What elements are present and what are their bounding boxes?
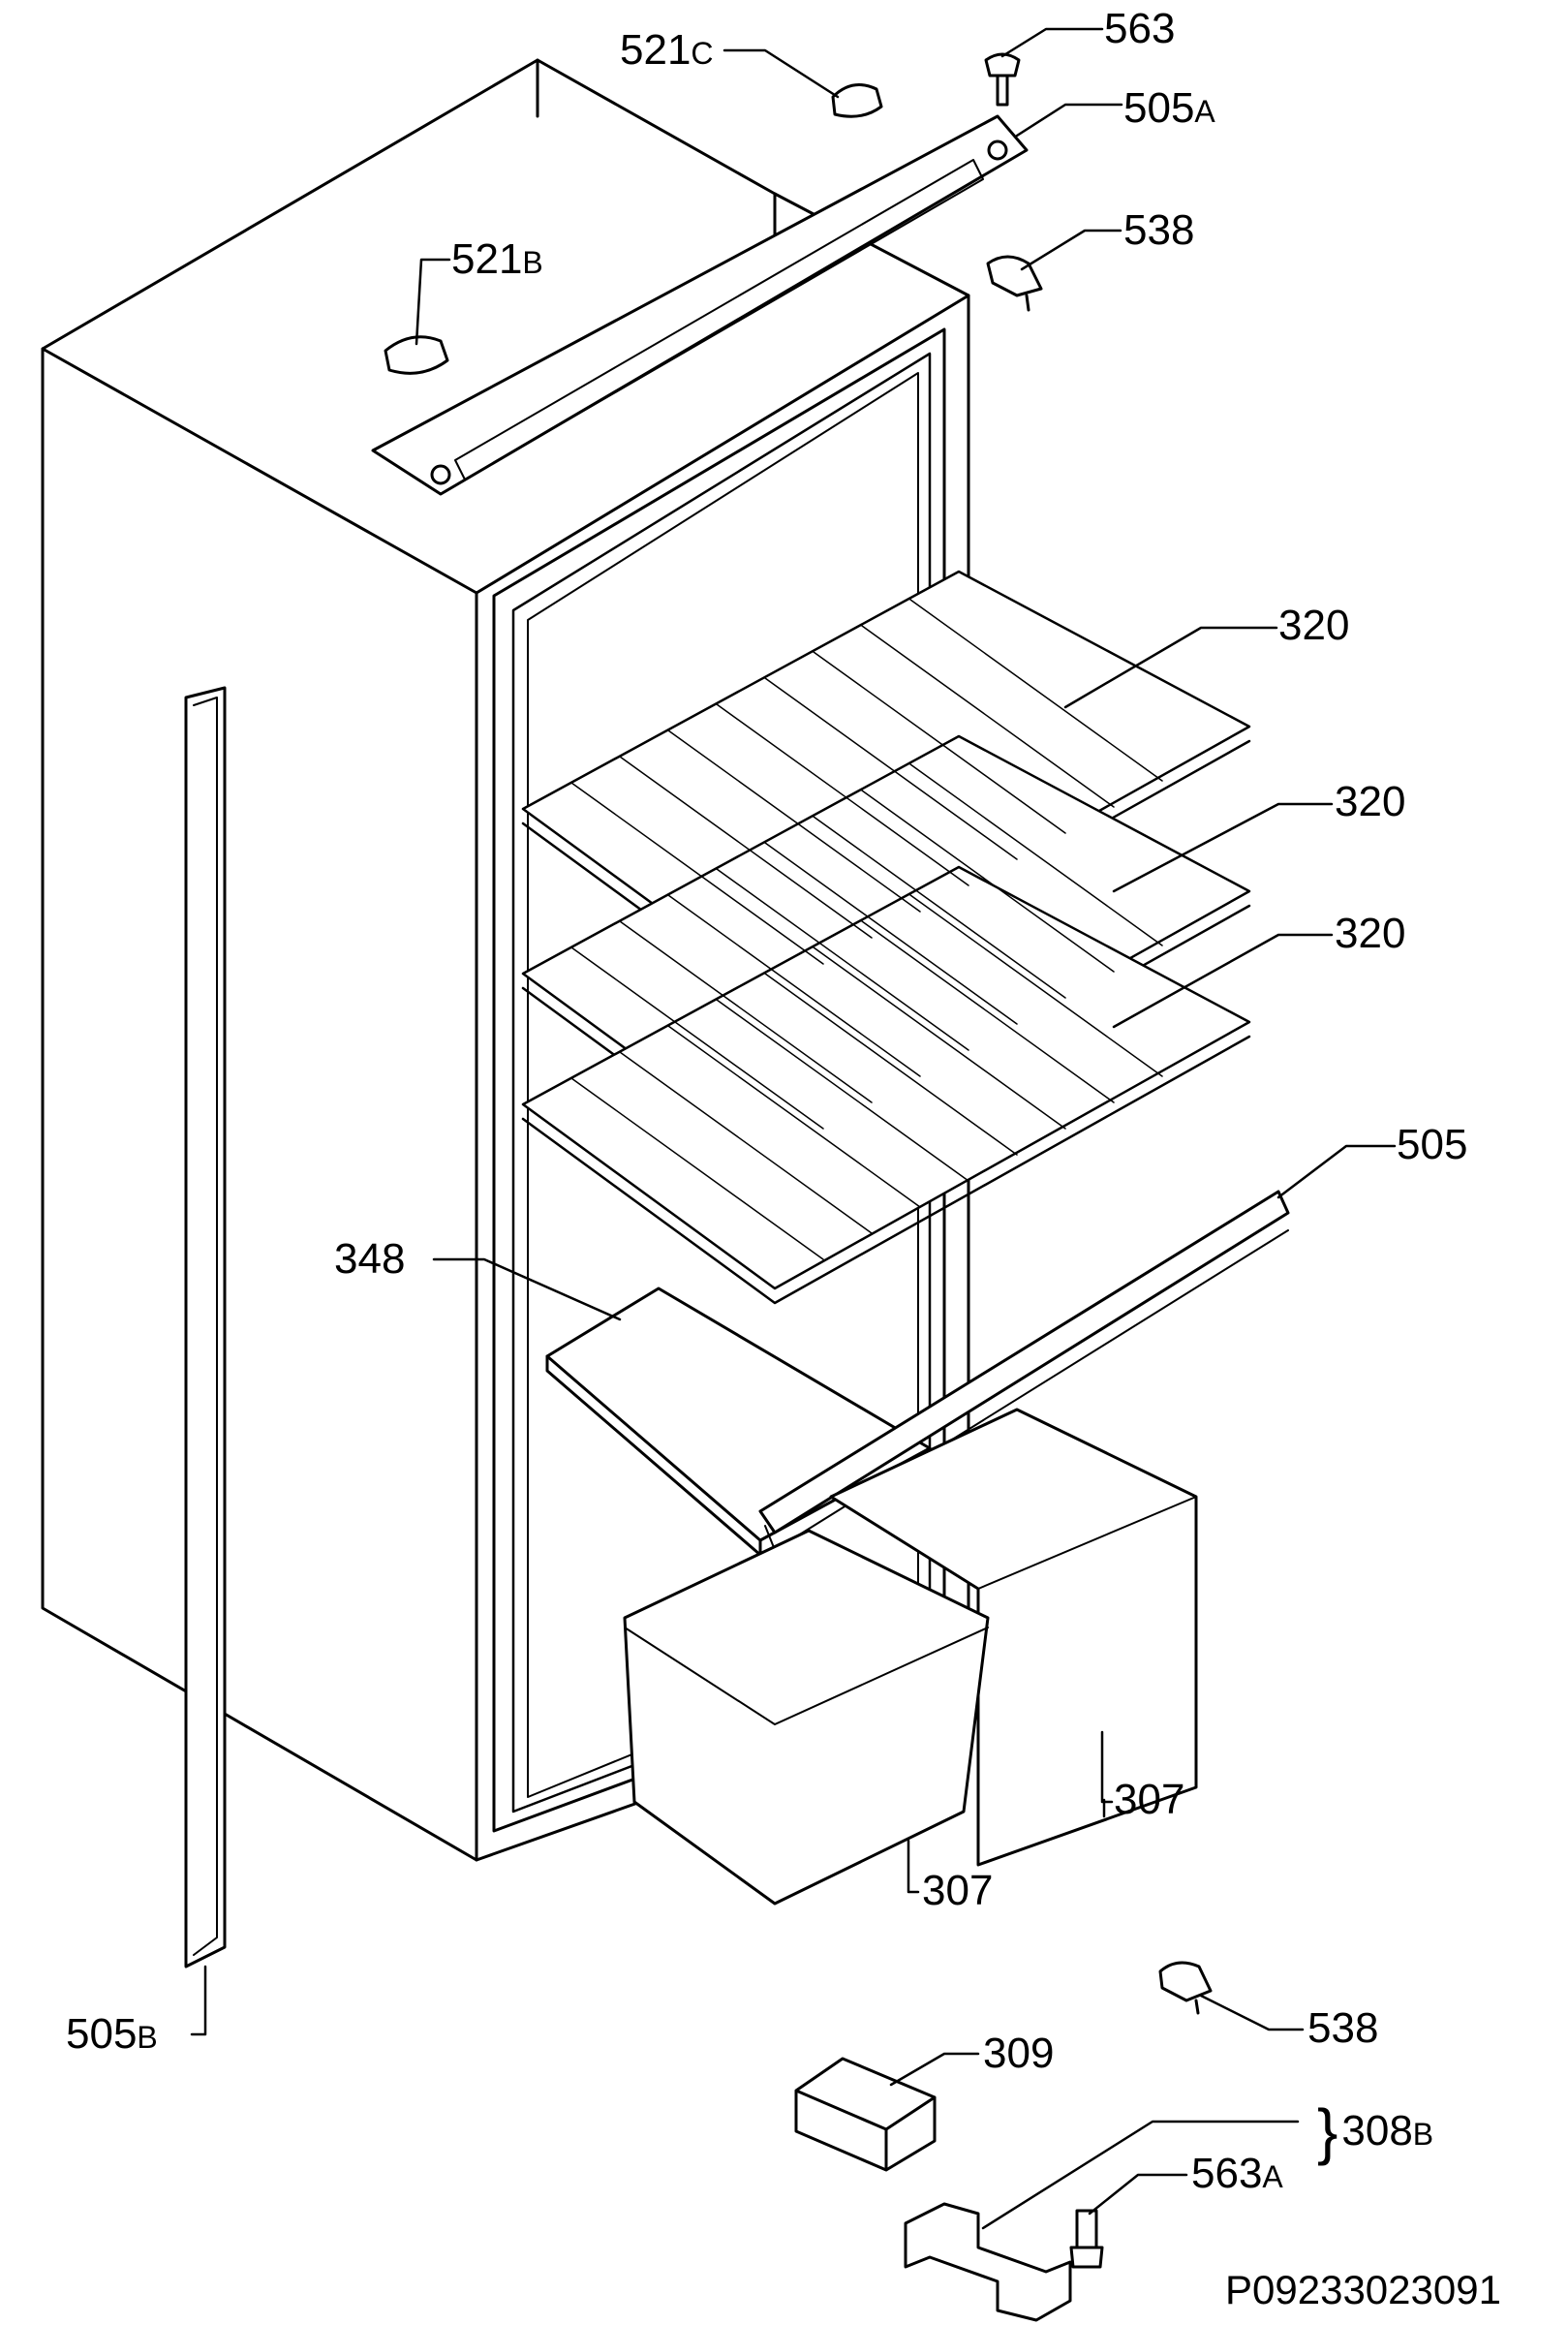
screw-563a [1069,2209,1104,2269]
part-suffix: A [1194,94,1215,129]
leader-309 [889,2052,980,2087]
cabinet-top-ridge [536,58,777,249]
hinge-bar-groove [454,159,984,480]
leader-521b [415,258,451,346]
leader-505b [190,1965,207,2036]
part-number: 538 [1307,2004,1379,2052]
part-label-521b: 521B [451,238,543,281]
cabinet-side-edge [41,347,478,1862]
part-number: 505 [66,2010,138,2058]
part-label-308b: }308B [1317,2100,1433,2162]
part-label-320-bottom: 320 [1335,913,1405,955]
part-label-307-rear: 307 [1114,1779,1184,1821]
leader-348 [432,1257,622,1321]
part-number: 538 [1123,206,1195,254]
part-number: 521 [620,26,692,74]
leader-505 [1276,1144,1397,1199]
front-trim [758,1190,1290,1534]
hinge-plate [904,2202,1072,2322]
part-label-563: 563 [1104,8,1175,50]
part-suffix: A [1262,2159,1283,2194]
bottom-small-parts [794,1961,1213,2322]
drawer-front-lip [624,1627,989,1725]
handle-strip [184,686,227,1968]
box-309 [794,2057,937,2172]
part-suffix: C [691,36,714,71]
leader-538-top [1020,229,1122,271]
cabinet-front-top [475,294,970,595]
leader-lines [190,27,1397,2230]
part-label-320-top: 320 [1278,604,1349,647]
part-label-538-bottom: 538 [1307,2007,1378,2050]
leader-320-a [1063,626,1278,709]
shelf-wires [570,599,1163,1260]
leader-307-rear [1100,1730,1114,1818]
part-label-538-top: 538 [1123,209,1194,252]
handle-strip-inner [193,697,218,1956]
cap-521c [831,83,883,118]
part-label-563a: 563A [1191,2153,1283,2195]
part-label-505a: 505A [1123,87,1215,130]
part-number: 308 [1341,2107,1413,2154]
part-label-307-front: 307 [922,1870,993,1912]
bracket-538-top [986,255,1043,312]
drawer-rear-lip [977,1496,1197,1590]
crisper-drawers [623,1408,1198,1906]
leader-307-front [907,1839,920,1894]
part-number: 307 [1114,1776,1185,1823]
part-suffix: B [1412,2117,1434,2152]
leader-563a [1088,2173,1188,2216]
part-number: 320 [1335,778,1406,825]
part-number: 348 [334,1235,406,1283]
shelf-bottom [521,865,1251,1290]
part-suffix: B [137,2020,158,2055]
part-number: 309 [983,2030,1055,2077]
part-label-320-middle: 320 [1335,781,1405,823]
part-number: 320 [1278,602,1350,649]
part-number: 307 [922,1867,994,1914]
bracket-538-bottom [1158,1961,1213,2015]
drawer-front [623,1529,990,1906]
part-label-309: 309 [983,2032,1054,2075]
leader-563 [1000,27,1104,58]
hinge-bar [371,114,1029,496]
part-label-505b: 505B [66,2013,158,2056]
top-small-parts [384,52,1043,375]
assembly-brace-icon: } [1317,2096,1338,2166]
part-label-348: 348 [334,1238,405,1281]
leader-308b [981,2120,1300,2230]
glass-shelf-edge [545,1354,762,1557]
part-number: 521 [451,235,523,283]
handle-strip-505b [184,686,227,1968]
part-number: 563 [1104,5,1176,52]
part-suffix: B [522,245,543,280]
shelf-bottom-rim [521,1035,1251,1305]
hinge-bar-hole [987,140,1008,161]
hinge-bar-hole [430,464,451,485]
wire-shelves [521,570,1251,1305]
hinge-bar-505a [371,114,1029,496]
leader-505a [1015,103,1123,138]
leader-521c [723,48,840,99]
leader-320-b [1112,802,1334,893]
screw-563 [984,52,1021,107]
part-label-505: 505 [1397,1124,1467,1166]
part-label-521c: 521C [620,29,714,72]
leader-538-bottom [1199,1994,1305,2031]
part-number: 563 [1191,2150,1263,2197]
part-number: 320 [1335,910,1406,957]
part-number: 505 [1397,1121,1468,1168]
part-number: 505 [1123,84,1195,132]
drawing-code: P09233023091 [1225,2267,1501,2312]
cap-521b [384,335,449,375]
leader-320-c [1112,933,1334,1029]
